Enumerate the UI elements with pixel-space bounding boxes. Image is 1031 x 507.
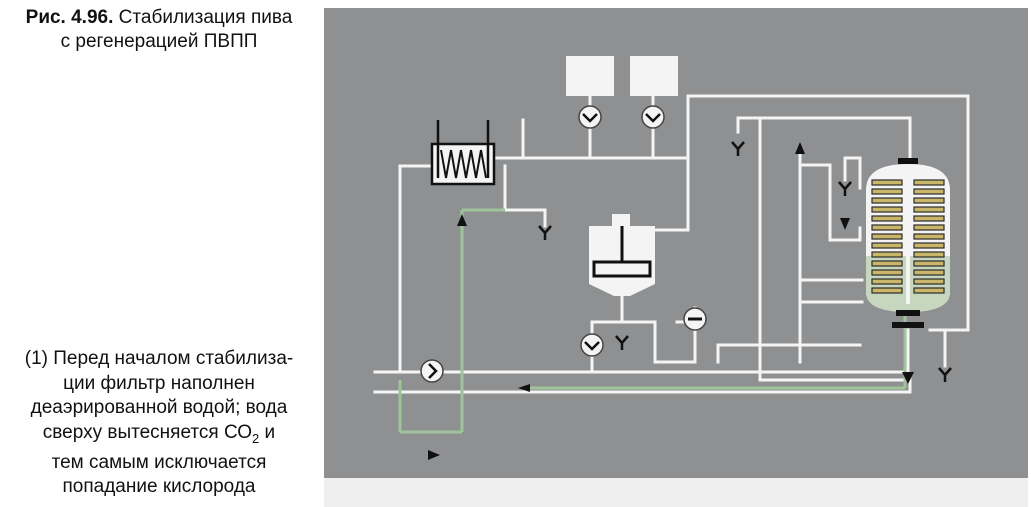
note-line-4-tail: и xyxy=(259,421,276,443)
filter-plates xyxy=(871,179,945,294)
supply-tank-2 xyxy=(630,56,678,96)
note-line-4-subscript: 2 xyxy=(252,430,260,446)
note-line-2: ции фильтр наполнен xyxy=(63,372,255,394)
note-line-1: (1) Перед началом стабилиза- xyxy=(24,348,294,369)
flow-arrows xyxy=(428,142,914,460)
figure-caption: Рис. 4.96. Стабилизация пива с регенерац… xyxy=(0,6,318,54)
figure-note: (1) Перед началом стабилиза- ции фильтр … xyxy=(0,347,318,500)
heat-exchanger xyxy=(430,120,496,186)
arrow-right-outlet xyxy=(428,450,440,460)
note-line-4: сверху вытесняется СО2 и xyxy=(0,421,318,451)
filter-vessel xyxy=(866,158,950,328)
arrow-down-filter-outlet xyxy=(902,372,914,384)
supply-tank-1 xyxy=(566,56,614,96)
note-line-5: тем самым исключается xyxy=(51,451,267,473)
arrow-down-small xyxy=(840,218,850,230)
arrow-up-dispersal xyxy=(795,142,805,154)
note-line-6: попадание кислорода xyxy=(62,476,256,498)
caption-line-1: Рис. 4.96. Стабилизация пива xyxy=(0,6,318,30)
note-line-3: деаэрированной водой; вода xyxy=(30,397,288,418)
arrow-up-green-line xyxy=(457,214,467,226)
pump-3 xyxy=(580,333,604,357)
note-line-4-text: сверху вытесняется СО xyxy=(42,421,253,443)
panel-bottom-strip xyxy=(324,478,1028,507)
pump-1 xyxy=(578,105,602,129)
pump-2 xyxy=(641,105,665,129)
process-diagram xyxy=(324,8,1028,507)
pump-5 xyxy=(420,359,444,383)
pump-4 xyxy=(683,307,707,331)
arrow-left-return xyxy=(518,384,530,392)
figure-title-line-1: Стабилизация пива xyxy=(118,7,293,28)
drain-valves xyxy=(538,141,952,382)
figure-number: Рис. 4.96. xyxy=(25,7,114,28)
dosing-tank xyxy=(589,214,655,296)
figure-title-line-2: с регенерацией ПВПП xyxy=(60,31,258,52)
